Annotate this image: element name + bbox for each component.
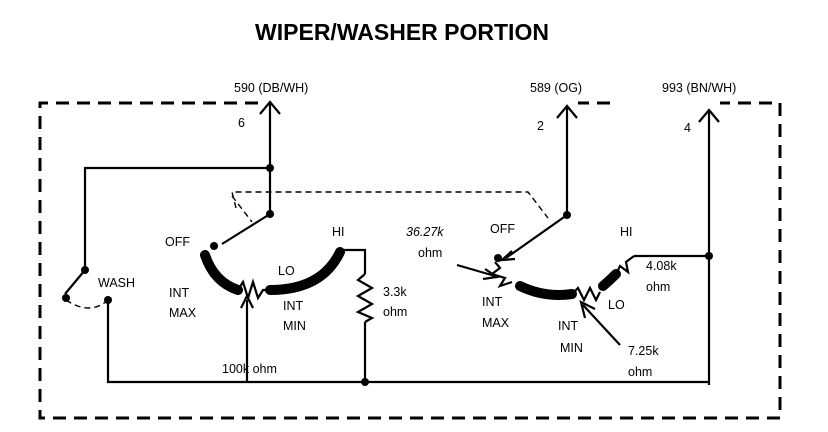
left-int-min-label-1: INT: [283, 299, 304, 313]
left-junction-wash-contact-b: [104, 296, 112, 304]
right-36k-resistor: [489, 261, 513, 289]
right-36k-label-1: 36.27k: [406, 225, 444, 239]
terminal-589-arrow-icon: [556, 104, 578, 119]
left-3k3-resistor: [355, 273, 375, 323]
right-4k-resistor: [615, 255, 635, 275]
terminal-589-pin-label: 2: [537, 119, 544, 133]
right-off-adjust-arrow-icon: [482, 268, 501, 281]
left-wash-label: WASH: [98, 276, 135, 290]
left-int-min-label-2: MIN: [283, 319, 306, 333]
right-junction-hi: [705, 252, 713, 260]
left-off-label: OFF: [165, 235, 190, 249]
left-resistor-label-1: 3.3k: [383, 285, 407, 299]
right-junction-wiper: [563, 211, 571, 219]
left-junction-top: [266, 164, 274, 172]
terminal-589: 589 (OG) 2: [530, 81, 582, 215]
right-lo-adjust-arrow-icon: [579, 299, 596, 319]
right-4k-label-1: 4.08k: [646, 259, 677, 273]
left-zigzag-resistor: [237, 278, 268, 302]
left-junction-bottom: [361, 378, 369, 386]
right-int-max-label-1: INT: [482, 295, 503, 309]
right-36k-label-2: ohm: [418, 246, 442, 260]
terminal-993-pin-label: 4: [684, 121, 691, 135]
terminal-590-wire-label: 590 (DB/WH): [234, 81, 308, 95]
diagram-title: WIPER/WASHER PORTION: [255, 19, 549, 45]
left-junction-wiper: [266, 210, 274, 218]
right-lo-adjust-arrow: [582, 304, 621, 346]
right-7k-resistor: [571, 285, 601, 303]
left-hi-feed: [340, 248, 367, 274]
right-7k-label-2: ohm: [628, 365, 652, 379]
left-wash-switch: [64, 269, 86, 295]
right-switch: OFF HI LO INT MAX INT MIN 36.27k ohm 4.0…: [406, 211, 713, 379]
right-wound-lo: [598, 269, 621, 291]
right-wiper-arrow-icon: [498, 250, 516, 262]
switch-mechanical-link: [231, 191, 549, 223]
right-wound-segment: [515, 281, 577, 300]
right-off-label: OFF: [490, 222, 515, 236]
left-resistor-label-2: ohm: [383, 305, 407, 319]
terminal-590-pin-label: 6: [238, 116, 245, 130]
left-lo-label: LO: [278, 264, 295, 278]
left-switch: OFF HI LO WASH INT MAX INT MIN 100k ohm …: [62, 164, 709, 386]
right-junction-off: [494, 254, 502, 262]
right-int-max-label-2: MAX: [482, 316, 510, 330]
terminal-993-arrow-icon: [698, 108, 720, 123]
terminal-590: 590 (DB/WH) 6: [234, 81, 308, 168]
terminal-589-wire-label: 589 (OG): [530, 81, 582, 95]
right-wiper-arm: [505, 214, 568, 259]
terminal-993-wire-label: 993 (BN/WH): [662, 81, 736, 95]
left-pot-label: 100k ohm: [222, 362, 277, 376]
terminal-590-arrow-icon: [259, 100, 281, 115]
left-int-max-label-1: INT: [169, 286, 190, 300]
left-junction-wash-contact-a: [62, 294, 70, 302]
switch-enclosure-border: [38, 101, 782, 420]
left-wound-segment-max: [200, 250, 243, 295]
left-wire-top: [83, 166, 270, 270]
left-junction-wash: [81, 266, 89, 274]
right-hi-label: HI: [620, 225, 633, 239]
left-int-max-label-2: MAX: [169, 306, 197, 320]
left-wiper-arm: [221, 213, 271, 245]
left-wash-link: [65, 299, 109, 309]
right-7k-label-1: 7.25k: [628, 344, 659, 358]
right-4k-label-2: ohm: [646, 280, 670, 294]
left-wound-segment-min: [265, 247, 345, 295]
left-junction-off: [210, 242, 218, 250]
left-bottom-return: [106, 300, 709, 384]
terminal-993: 993 (BN/WH) 4: [662, 81, 736, 385]
right-off-adjust-arrow: [456, 263, 496, 278]
right-int-min-label-1: INT: [558, 319, 579, 333]
right-int-min-label-2: MIN: [560, 341, 583, 355]
right-lo-label: LO: [608, 298, 625, 312]
left-hi-label: HI: [332, 225, 345, 239]
